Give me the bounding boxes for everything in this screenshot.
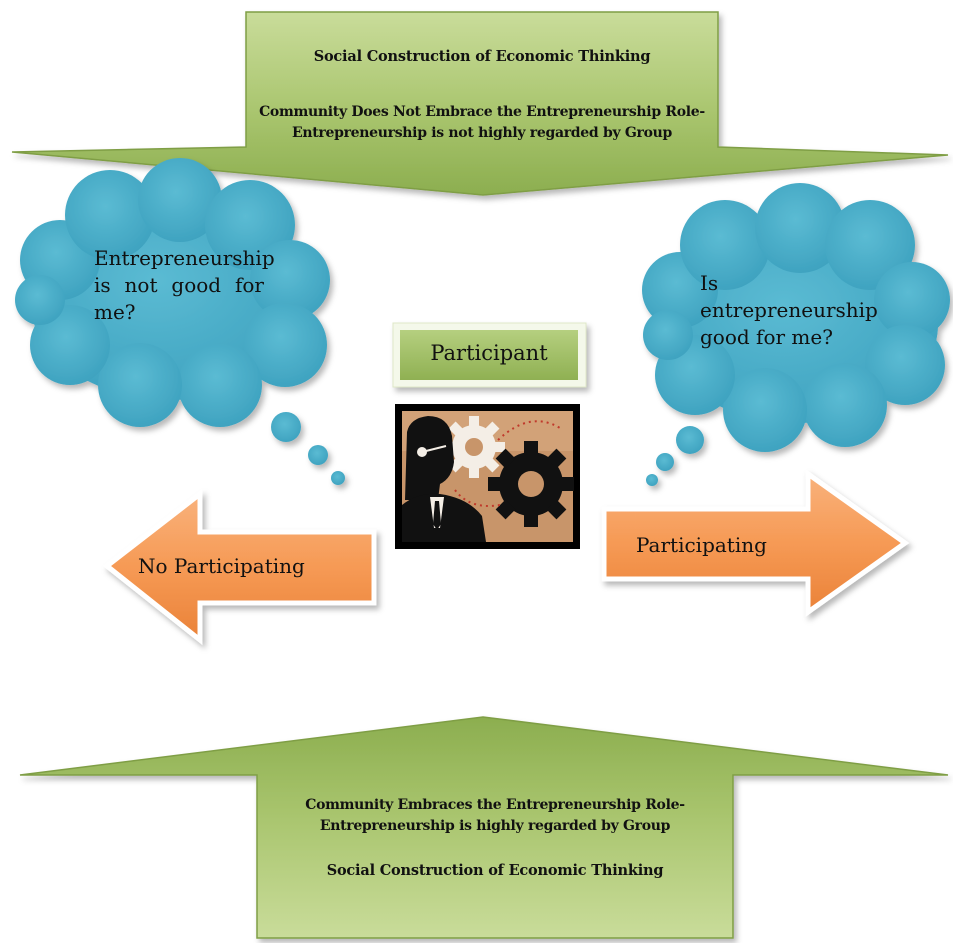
- participant-label-box: [392, 322, 587, 388]
- left-arrow: [102, 488, 377, 646]
- left-cloud-bubbles: [271, 412, 345, 485]
- bottom-banner-line2: Entrepreneurship is highly regarded by G…: [319, 818, 671, 834]
- right-cloud-line3: good for me?: [700, 325, 833, 349]
- top-banner-arrow: [11, 11, 949, 196]
- top-banner-title: Social Construction of Economic Thinking: [313, 48, 651, 65]
- businessman-gears-icon: [395, 404, 580, 549]
- right-cloud-line2: entrepreneurship: [700, 298, 878, 322]
- top-banner-line1: Community Does Not Embrace the Entrepren…: [259, 104, 705, 120]
- right-arrow-label: Participating: [636, 533, 767, 557]
- right-cloud-bubbles: [646, 426, 704, 486]
- left-cloud-line2: is not good for: [94, 273, 264, 297]
- right-arrow: [601, 469, 910, 617]
- bottom-banner-arrow: [19, 716, 949, 939]
- bottom-banner-line1: Community Embraces the Entrepreneurship …: [305, 797, 685, 813]
- left-thought-cloud: [15, 158, 330, 427]
- bottom-banner-title: Social Construction of Economic Thinking: [326, 862, 664, 879]
- left-cloud-line1: Entrepreneurship: [94, 246, 275, 270]
- left-arrow-label: No Participating: [138, 554, 305, 578]
- right-cloud-line1: Is: [700, 271, 719, 295]
- right-thought-cloud: [642, 183, 950, 452]
- participant-label: Participant: [430, 341, 548, 365]
- top-banner-line2: Entrepreneurship is not highly regarded …: [292, 125, 672, 141]
- left-cloud-line3: me?: [94, 300, 136, 324]
